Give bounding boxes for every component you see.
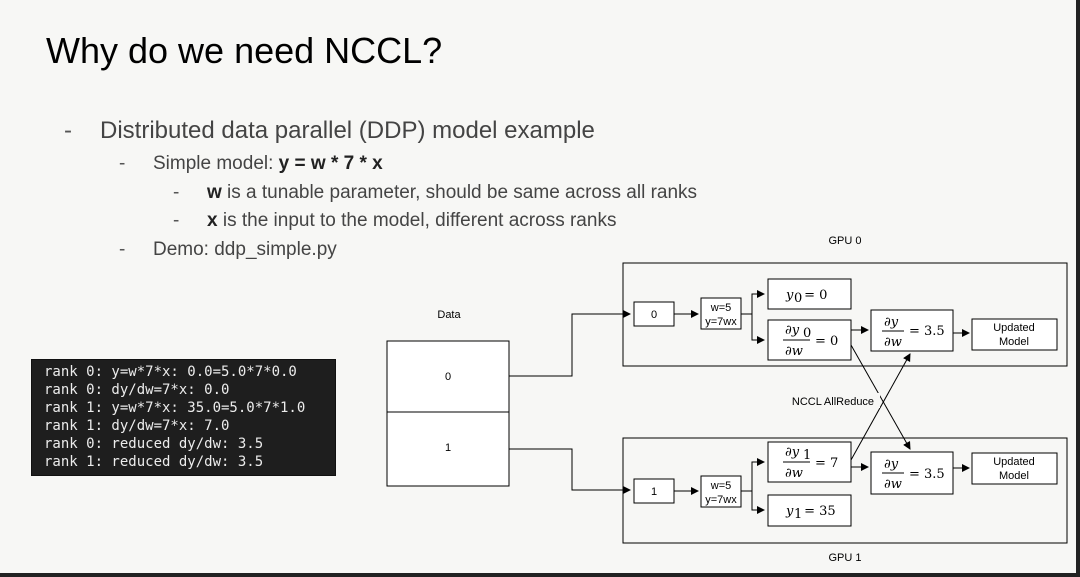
gpu0-y-sub: 0	[794, 291, 802, 306]
gpu1-updated-line2: Model	[999, 470, 1029, 482]
bullet-dash: -	[64, 117, 72, 144]
bullet-x-input: x is the input to the model, different a…	[207, 210, 616, 232]
gpu1-arrow	[741, 490, 765, 514]
window-frame-bottom	[0, 573, 1080, 577]
gpu1-grad-eq: = 7	[815, 456, 838, 471]
allreduce-label-bg	[786, 393, 880, 408]
gpu0-model-line2: y=7wx	[705, 316, 737, 328]
gpu1-model-line1: w=5	[710, 480, 732, 492]
terminal-line: rank 0: dy/dw=7*x: 0.0	[44, 382, 230, 398]
data-table	[386, 340, 510, 487]
x-description: is the input to the model, different acr…	[217, 210, 617, 231]
gpu1-output-box	[767, 494, 852, 527]
gpu0-updated-line2: Model	[999, 336, 1029, 348]
gpu1-model-line2: y=7wx	[705, 494, 737, 506]
gpu0-grad-den: ∂w	[785, 344, 803, 359]
gpu0-reduced-eq: = 3.5	[909, 324, 945, 339]
gpu1-input-box	[633, 478, 675, 504]
terminal-line: rank 1: dy/dw=7*x: 7.0	[44, 418, 230, 434]
terminal-line: rank 1: y=w*7*x: 35.0=5.0*7*1.0	[44, 400, 306, 416]
gpu0-y-eq: = 0	[800, 288, 827, 303]
window-frame-right	[1076, 0, 1080, 577]
gpu1-arrow	[741, 458, 765, 492]
gpu1-reduced-den: ∂w	[884, 477, 902, 492]
bullet-simple-model: Simple model: y = w * 7 * x	[153, 153, 383, 175]
gpu0-grad-eq: = 0	[815, 334, 838, 349]
slide-title: Why do we need NCCL?	[46, 30, 443, 71]
allreduce-arrow-up	[850, 353, 911, 461]
bullet-demo: Demo: ddp_simple.py	[153, 239, 337, 260]
gpu1-reduced-num: ∂y	[884, 457, 899, 472]
bullet-dash: -	[173, 182, 180, 203]
terminal-line: rank 0: y=w*7*x: 0.0=5.0*7*0.0	[44, 364, 297, 380]
gpu1-model-box	[700, 475, 742, 508]
w-description: is a tunable parameter, should be same a…	[221, 182, 698, 203]
gpu0-model-line1: w=5	[710, 302, 732, 314]
simple-model-prefix: Simple model:	[153, 153, 279, 174]
gpu1-y-sub: 1	[794, 507, 802, 522]
gpu1-updated-box	[971, 452, 1058, 485]
gpu0-arrow	[741, 313, 765, 344]
gpu1-updated-line1: Updated	[993, 456, 1035, 468]
bullet-dash: -	[119, 153, 126, 174]
bullet-dash: -	[119, 239, 126, 260]
gpu0-input: 0	[651, 309, 657, 321]
allreduce-label: NCCL AllReduce	[792, 396, 874, 408]
gpu0-y-var: y	[785, 288, 794, 303]
gpu1-y-eq: = 35	[800, 504, 836, 519]
data-label: Data	[437, 309, 461, 321]
gpu0-model-box	[700, 297, 742, 330]
gpu0-updated-box	[971, 318, 1058, 351]
gpu0-arrow	[741, 290, 765, 315]
terminal-line: rank 1: reduced dy/dw: 3.5	[44, 454, 264, 470]
bullet-ddp-example: Distributed data parallel (DDP) model ex…	[100, 117, 595, 144]
data-to-gpu0-arrow	[509, 310, 631, 377]
gpu1-label: GPU 1	[828, 552, 861, 564]
gpu1-grad-den: ∂w	[785, 466, 803, 481]
terminal-line: rank 0: reduced dy/dw: 3.5	[44, 436, 264, 452]
terminal-output: rank 0: y=w*7*x: 0.0=5.0*7*0.0 rank 0: d…	[31, 359, 336, 476]
bullet-w-param: w is a tunable parameter, should be same…	[207, 182, 697, 204]
w-variable: w	[207, 182, 222, 203]
data-cell-1: 1	[445, 442, 451, 454]
gpu0-reduced-den: ∂w	[884, 335, 902, 350]
simple-model-formula: y = w * 7 * x	[278, 153, 383, 174]
gpu0-label: GPU 0	[828, 235, 861, 247]
gpu1-grad-num: ∂y	[785, 445, 800, 460]
x-variable: x	[207, 210, 218, 231]
gpu0-grad-num-sub: 0	[803, 326, 811, 341]
gpu0-reduced-num: ∂y	[884, 315, 899, 330]
bullet-dash: -	[173, 210, 180, 231]
gpu0-updated-line1: Updated	[993, 322, 1035, 334]
gpu0-input-box	[633, 301, 675, 327]
gpu1-input: 1	[651, 486, 657, 498]
data-to-gpu1-arrow	[509, 448, 631, 494]
gpu0-grad-num: ∂y	[785, 323, 800, 338]
gpu1-y-var: y	[785, 504, 794, 519]
gpu0-output-box	[767, 278, 852, 310]
data-cell-0: 0	[445, 371, 451, 383]
gpu1-grad-num-sub: 1	[803, 448, 811, 463]
gpu1-reduced-eq: = 3.5	[909, 467, 945, 482]
allreduce-arrow-down	[850, 344, 911, 450]
